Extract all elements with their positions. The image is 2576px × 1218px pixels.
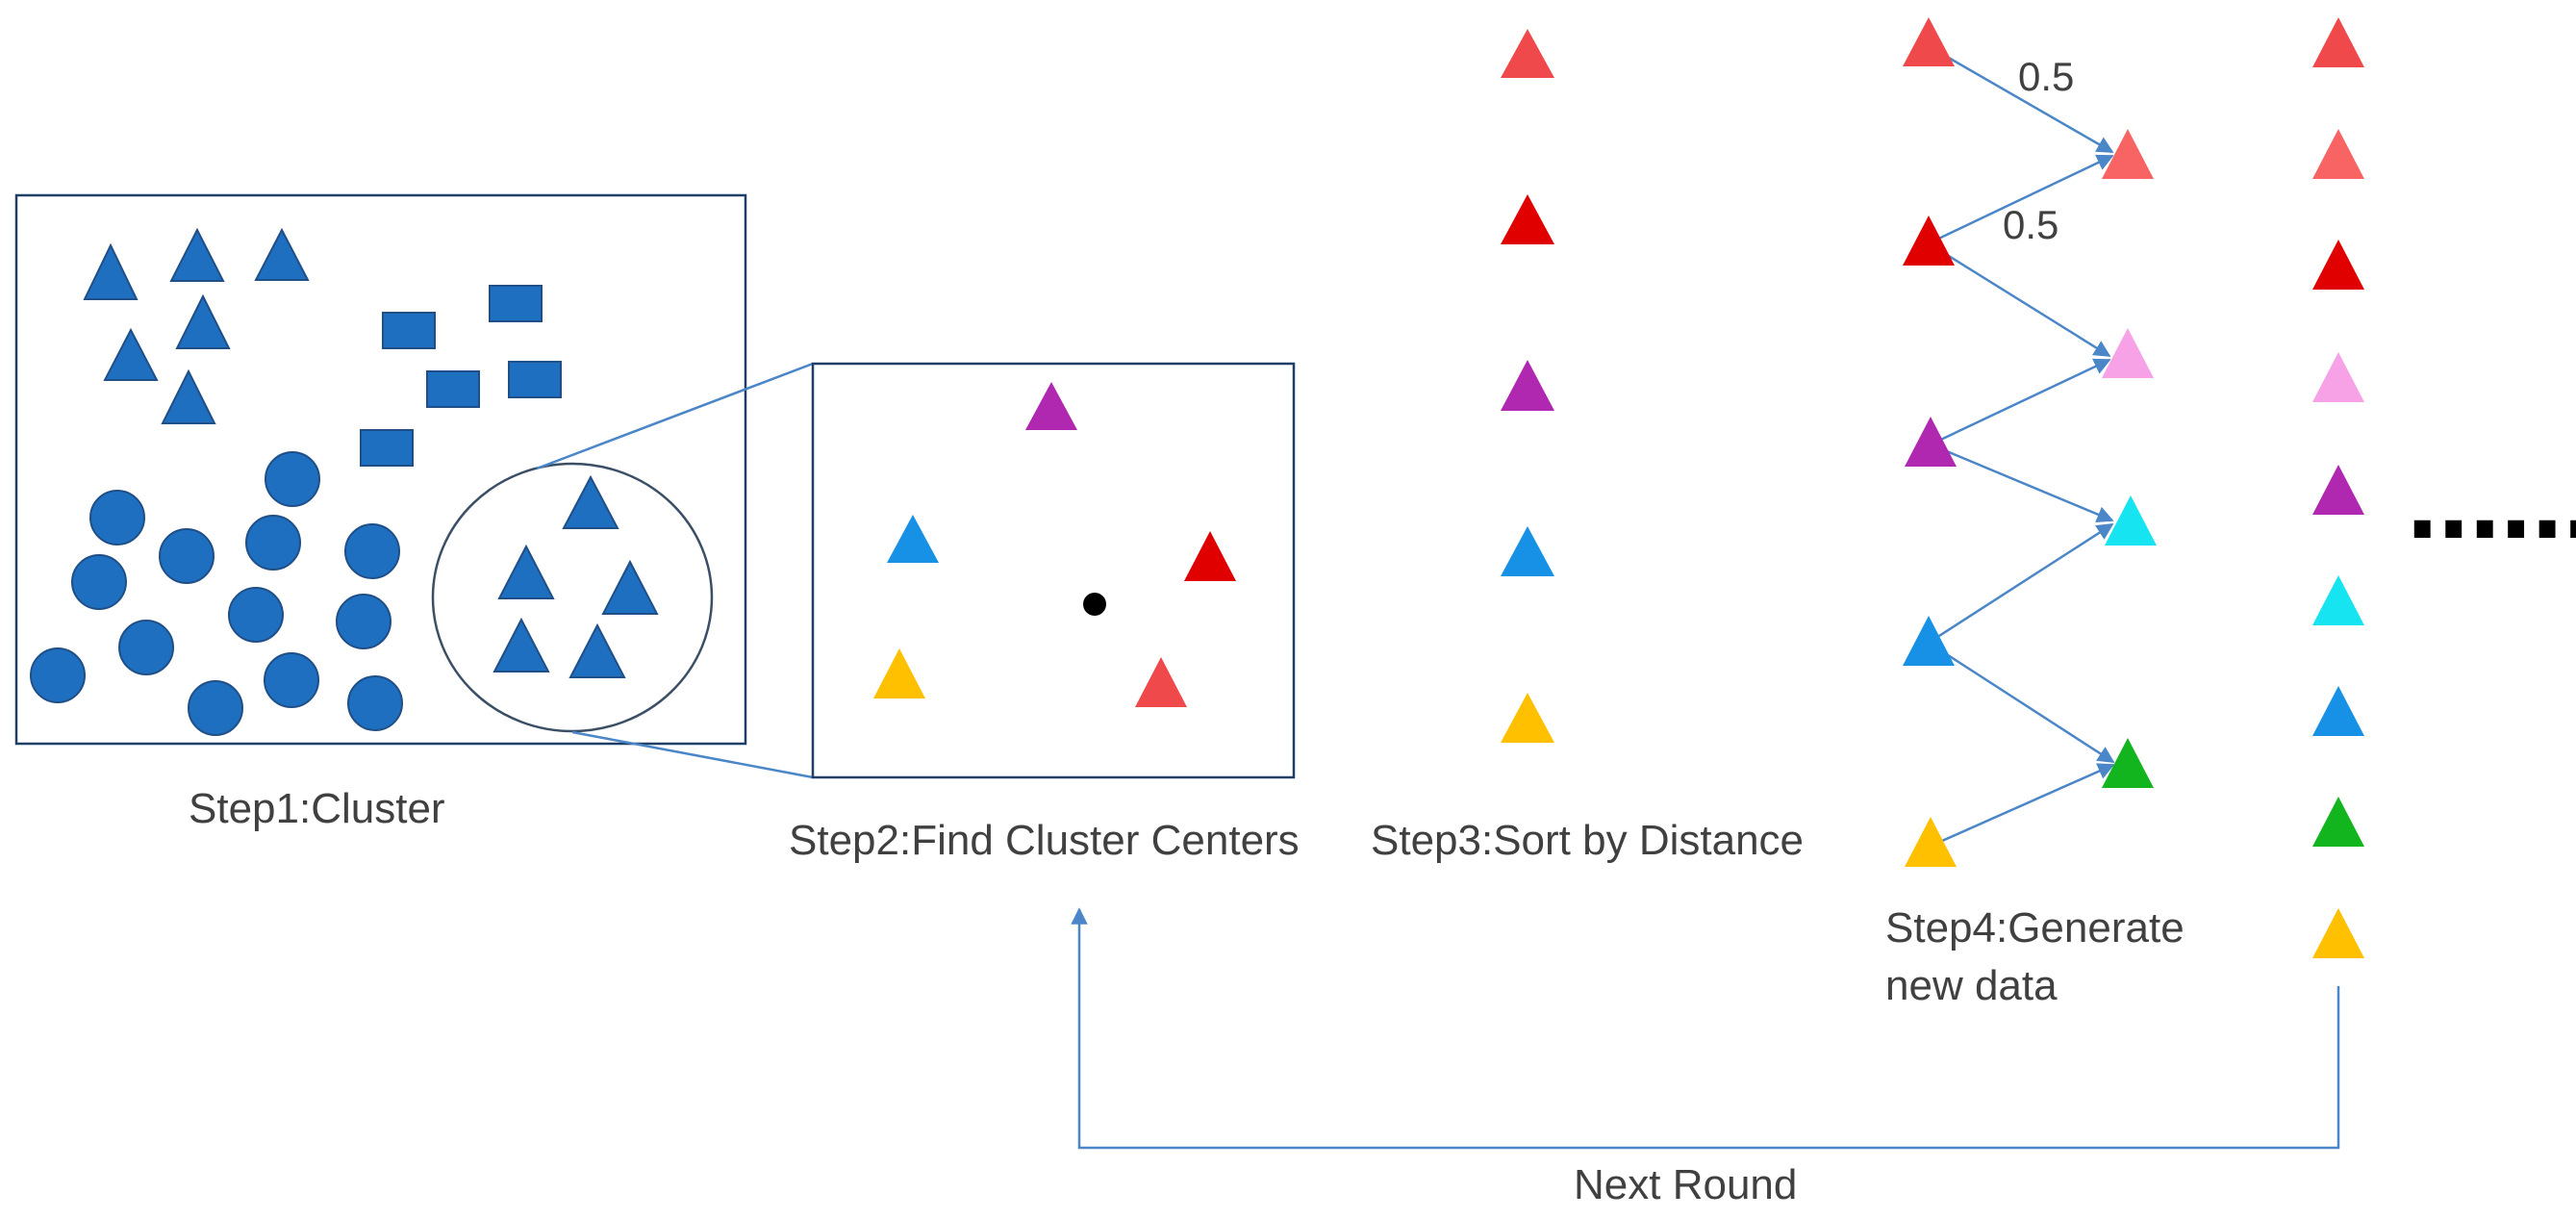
cluster-triangle	[161, 368, 216, 424]
arrow-light-blue-to-green	[1928, 641, 2115, 764]
cluster-triangle	[568, 622, 626, 678]
source-triangle-light-blue	[1903, 616, 1955, 666]
cluster-rectangle	[360, 429, 414, 467]
cluster-circle	[71, 554, 127, 610]
cluster-circle	[30, 647, 86, 703]
result-triangle-red	[2312, 17, 2364, 67]
cluster-triangle	[103, 327, 159, 381]
center-triangle-red	[1135, 657, 1187, 707]
generated-triangle-pink	[2102, 328, 2154, 378]
source-triangle-yellow	[1905, 817, 1957, 867]
step4-caption-line2: new data	[1885, 962, 2058, 1009]
next-round-loop	[1071, 907, 2340, 1150]
triangle-cluster	[83, 227, 310, 424]
center-triangle-yellow	[873, 648, 925, 698]
cluster-triangle	[254, 227, 310, 281]
generated-triangle-salmon	[2102, 129, 2154, 179]
generated-triangle-cyan	[2105, 495, 2157, 546]
cluster-triangle	[601, 559, 659, 615]
center-triangle-purple	[1025, 382, 1077, 430]
merged-result-column	[2312, 17, 2364, 958]
cluster-circle	[265, 451, 320, 507]
highlighted-triangle-cluster	[492, 474, 659, 678]
sorted-triangle-yellow	[1501, 693, 1554, 743]
result-triangle-salmon	[2312, 129, 2364, 179]
cluster-rectangle	[426, 370, 480, 408]
next-round-caption: Next Round	[1574, 1161, 1798, 1208]
rectangle-cluster	[360, 285, 562, 467]
result-triangle-pink	[2312, 352, 2364, 402]
step4-generation-arrows	[1928, 44, 2115, 847]
cluster-circle	[188, 680, 243, 736]
sorted-triangle-dark-red	[1501, 194, 1554, 244]
result-triangle-green	[2312, 797, 2364, 847]
generated-triangle-green	[2102, 738, 2154, 788]
cluster-triangle	[169, 227, 225, 282]
step2-centers-panel	[811, 362, 1296, 779]
arrow-dark-red-to-pink	[1928, 241, 2111, 358]
cluster-circle	[347, 675, 403, 731]
arrow-purple-to-cyan	[1930, 443, 2114, 522]
continuation-ellipsis: ......	[2405, 452, 2576, 560]
cluster-circle	[89, 490, 145, 546]
cluster-center-dot	[1083, 593, 1106, 616]
step3-sorted-column	[1501, 29, 1554, 743]
cluster-circle	[264, 652, 319, 708]
sorted-triangle-red	[1501, 29, 1554, 78]
step1-cluster-panel	[14, 193, 747, 746]
sorted-triangle-purple	[1501, 360, 1554, 411]
cluster-triangle	[562, 474, 619, 529]
weight-label-top: 0.5	[2018, 54, 2075, 99]
step1-caption: Step1:Cluster	[189, 785, 445, 832]
cluster-rectangle	[382, 312, 436, 349]
cluster-triangle	[497, 544, 555, 599]
cluster-rectangle	[508, 361, 562, 398]
cluster-circle	[118, 620, 174, 675]
cluster-triangle	[83, 242, 139, 300]
cluster-circle	[245, 515, 301, 571]
result-triangle-dark-red	[2312, 240, 2364, 290]
source-triangle-red	[1903, 17, 1955, 66]
cluster-circle	[344, 523, 400, 579]
step4-caption-line1: Step4:Generate	[1885, 904, 2185, 952]
cluster-circle	[228, 587, 284, 643]
weight-label-second: 0.5	[2003, 202, 2059, 247]
sorted-triangle-light-blue	[1501, 526, 1554, 576]
zoom-line-bottom	[571, 730, 814, 779]
step2-caption: Step2:Find Cluster Centers	[789, 817, 1300, 864]
result-triangle-cyan	[2312, 575, 2364, 625]
next-round-arrow	[1071, 907, 2340, 1150]
arrow-yellow-to-green	[1932, 763, 2115, 847]
cluster-triangle	[492, 617, 550, 672]
result-triangle-light-blue	[2312, 686, 2364, 736]
arrow-purple-to-pink	[1930, 358, 2111, 446]
step4-source-column	[1903, 17, 1957, 867]
step3-caption: Step3:Sort by Distance	[1371, 817, 1805, 864]
result-triangle-yellow	[2312, 908, 2364, 958]
highlight-circle	[431, 462, 714, 733]
cluster-triangle	[175, 293, 231, 349]
zoom-connectors	[536, 362, 814, 779]
arrow-light-blue-to-cyan	[1928, 522, 2114, 645]
cluster-rectangle	[489, 285, 543, 322]
step4-generated-column	[2102, 129, 2157, 788]
source-triangle-purple	[1905, 417, 1957, 467]
center-triangle-dark-red	[1184, 531, 1236, 581]
circle-cluster	[30, 451, 403, 736]
cluster-circle	[336, 594, 391, 649]
center-triangle-light-blue	[887, 515, 939, 563]
cluster-circle	[159, 528, 215, 584]
source-triangle-dark-red	[1903, 216, 1955, 266]
result-triangle-purple	[2312, 465, 2364, 515]
arrow-dark-red-to-salmon	[1928, 154, 2114, 245]
zoom-line-top	[536, 362, 814, 470]
arrow-red-to-salmon	[1928, 44, 2114, 154]
